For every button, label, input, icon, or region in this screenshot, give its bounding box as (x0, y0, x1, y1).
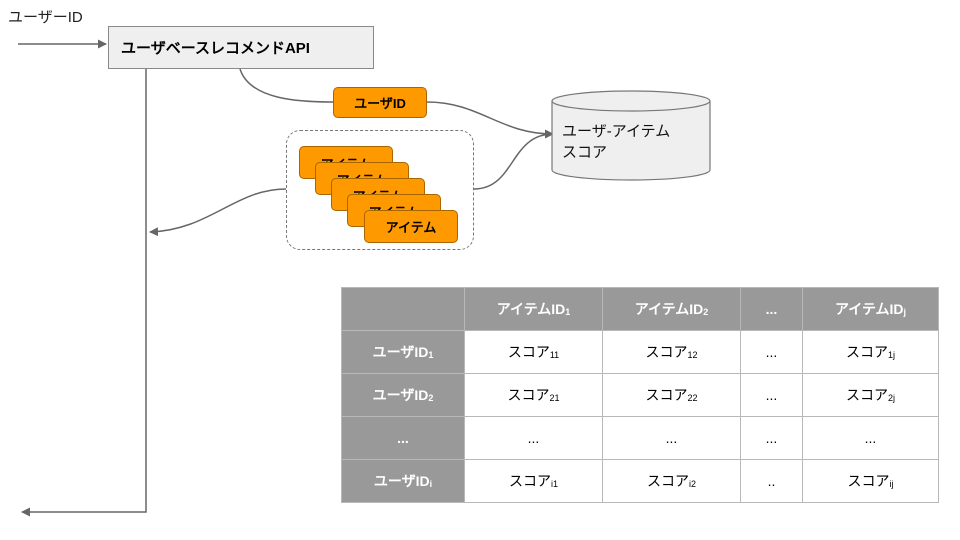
score-cell: ... (602, 416, 741, 460)
row-header-cell: ユーザID2 (341, 373, 465, 417)
table-header-cell: アイテムID2 (602, 287, 741, 331)
row-header-cell: ユーザID1 (341, 330, 465, 374)
table-row: ユーザIDi スコアi1 スコアi2 .. スコアij (341, 459, 939, 503)
userid-tag-label: ユーザID (354, 96, 406, 111)
score-cell: スコア12 (602, 330, 741, 374)
user-item-score-table: アイテムID1 アイテムID2 ... アイテムIDj ユーザID1 スコア11… (341, 287, 939, 503)
userid-to-database-arrow (426, 101, 554, 139)
item-list-group (286, 130, 474, 250)
database-cylinder (551, 90, 711, 181)
score-cell: スコアi2 (602, 459, 741, 503)
score-cell: スコア1j (802, 330, 939, 374)
items-to-api-arrow (149, 188, 287, 237)
score-cell: スコア21 (464, 373, 603, 417)
table-row: ユーザID2 スコア21 スコア22 ... スコア2j (341, 373, 939, 417)
database-to-items-connector (473, 133, 554, 190)
table-corner-cell (341, 287, 465, 331)
userid-tag: ユーザID (333, 87, 427, 118)
score-cell: スコア2j (802, 373, 939, 417)
table-header-row: アイテムID1 アイテムID2 ... アイテムIDj (341, 287, 939, 331)
table-header-cell: ... (740, 287, 803, 331)
database-label-line-2: スコア (562, 144, 608, 161)
score-cell: ... (740, 373, 803, 417)
score-cell: .. (740, 459, 803, 503)
database-label: ユーザ-アイテム スコア (562, 121, 670, 163)
table-row: ... ... ... ... ... (341, 416, 939, 460)
score-cell: ... (740, 330, 803, 374)
api-to-userid-connector (239, 68, 334, 103)
table-header-cell: アイテムIDj (802, 287, 939, 331)
database-label-line-1: ユーザ-アイテム (562, 123, 671, 140)
api-output-line (21, 69, 147, 517)
user-id-input-label: ユーザーID (8, 9, 83, 26)
item-card-label: アイテム (385, 220, 437, 235)
row-header-cell: ユーザIDi (341, 459, 465, 503)
table-header-cell: アイテムID1 (464, 287, 603, 331)
score-cell: ... (464, 416, 603, 460)
score-cell: スコア11 (464, 330, 603, 374)
score-cell: ... (740, 416, 803, 460)
api-box-label: ユーザベースレコメンドAPI (121, 40, 310, 57)
score-cell: ... (802, 416, 939, 460)
score-cell: スコアij (802, 459, 939, 503)
item-card: アイテム (364, 210, 458, 243)
score-cell: スコア22 (602, 373, 741, 417)
user-based-recommend-api-box: ユーザベースレコメンドAPI (108, 26, 374, 69)
table-row: ユーザID1 スコア11 スコア12 ... スコア1j (341, 330, 939, 374)
row-header-cell: ... (341, 416, 465, 460)
score-cell: スコアi1 (464, 459, 603, 503)
